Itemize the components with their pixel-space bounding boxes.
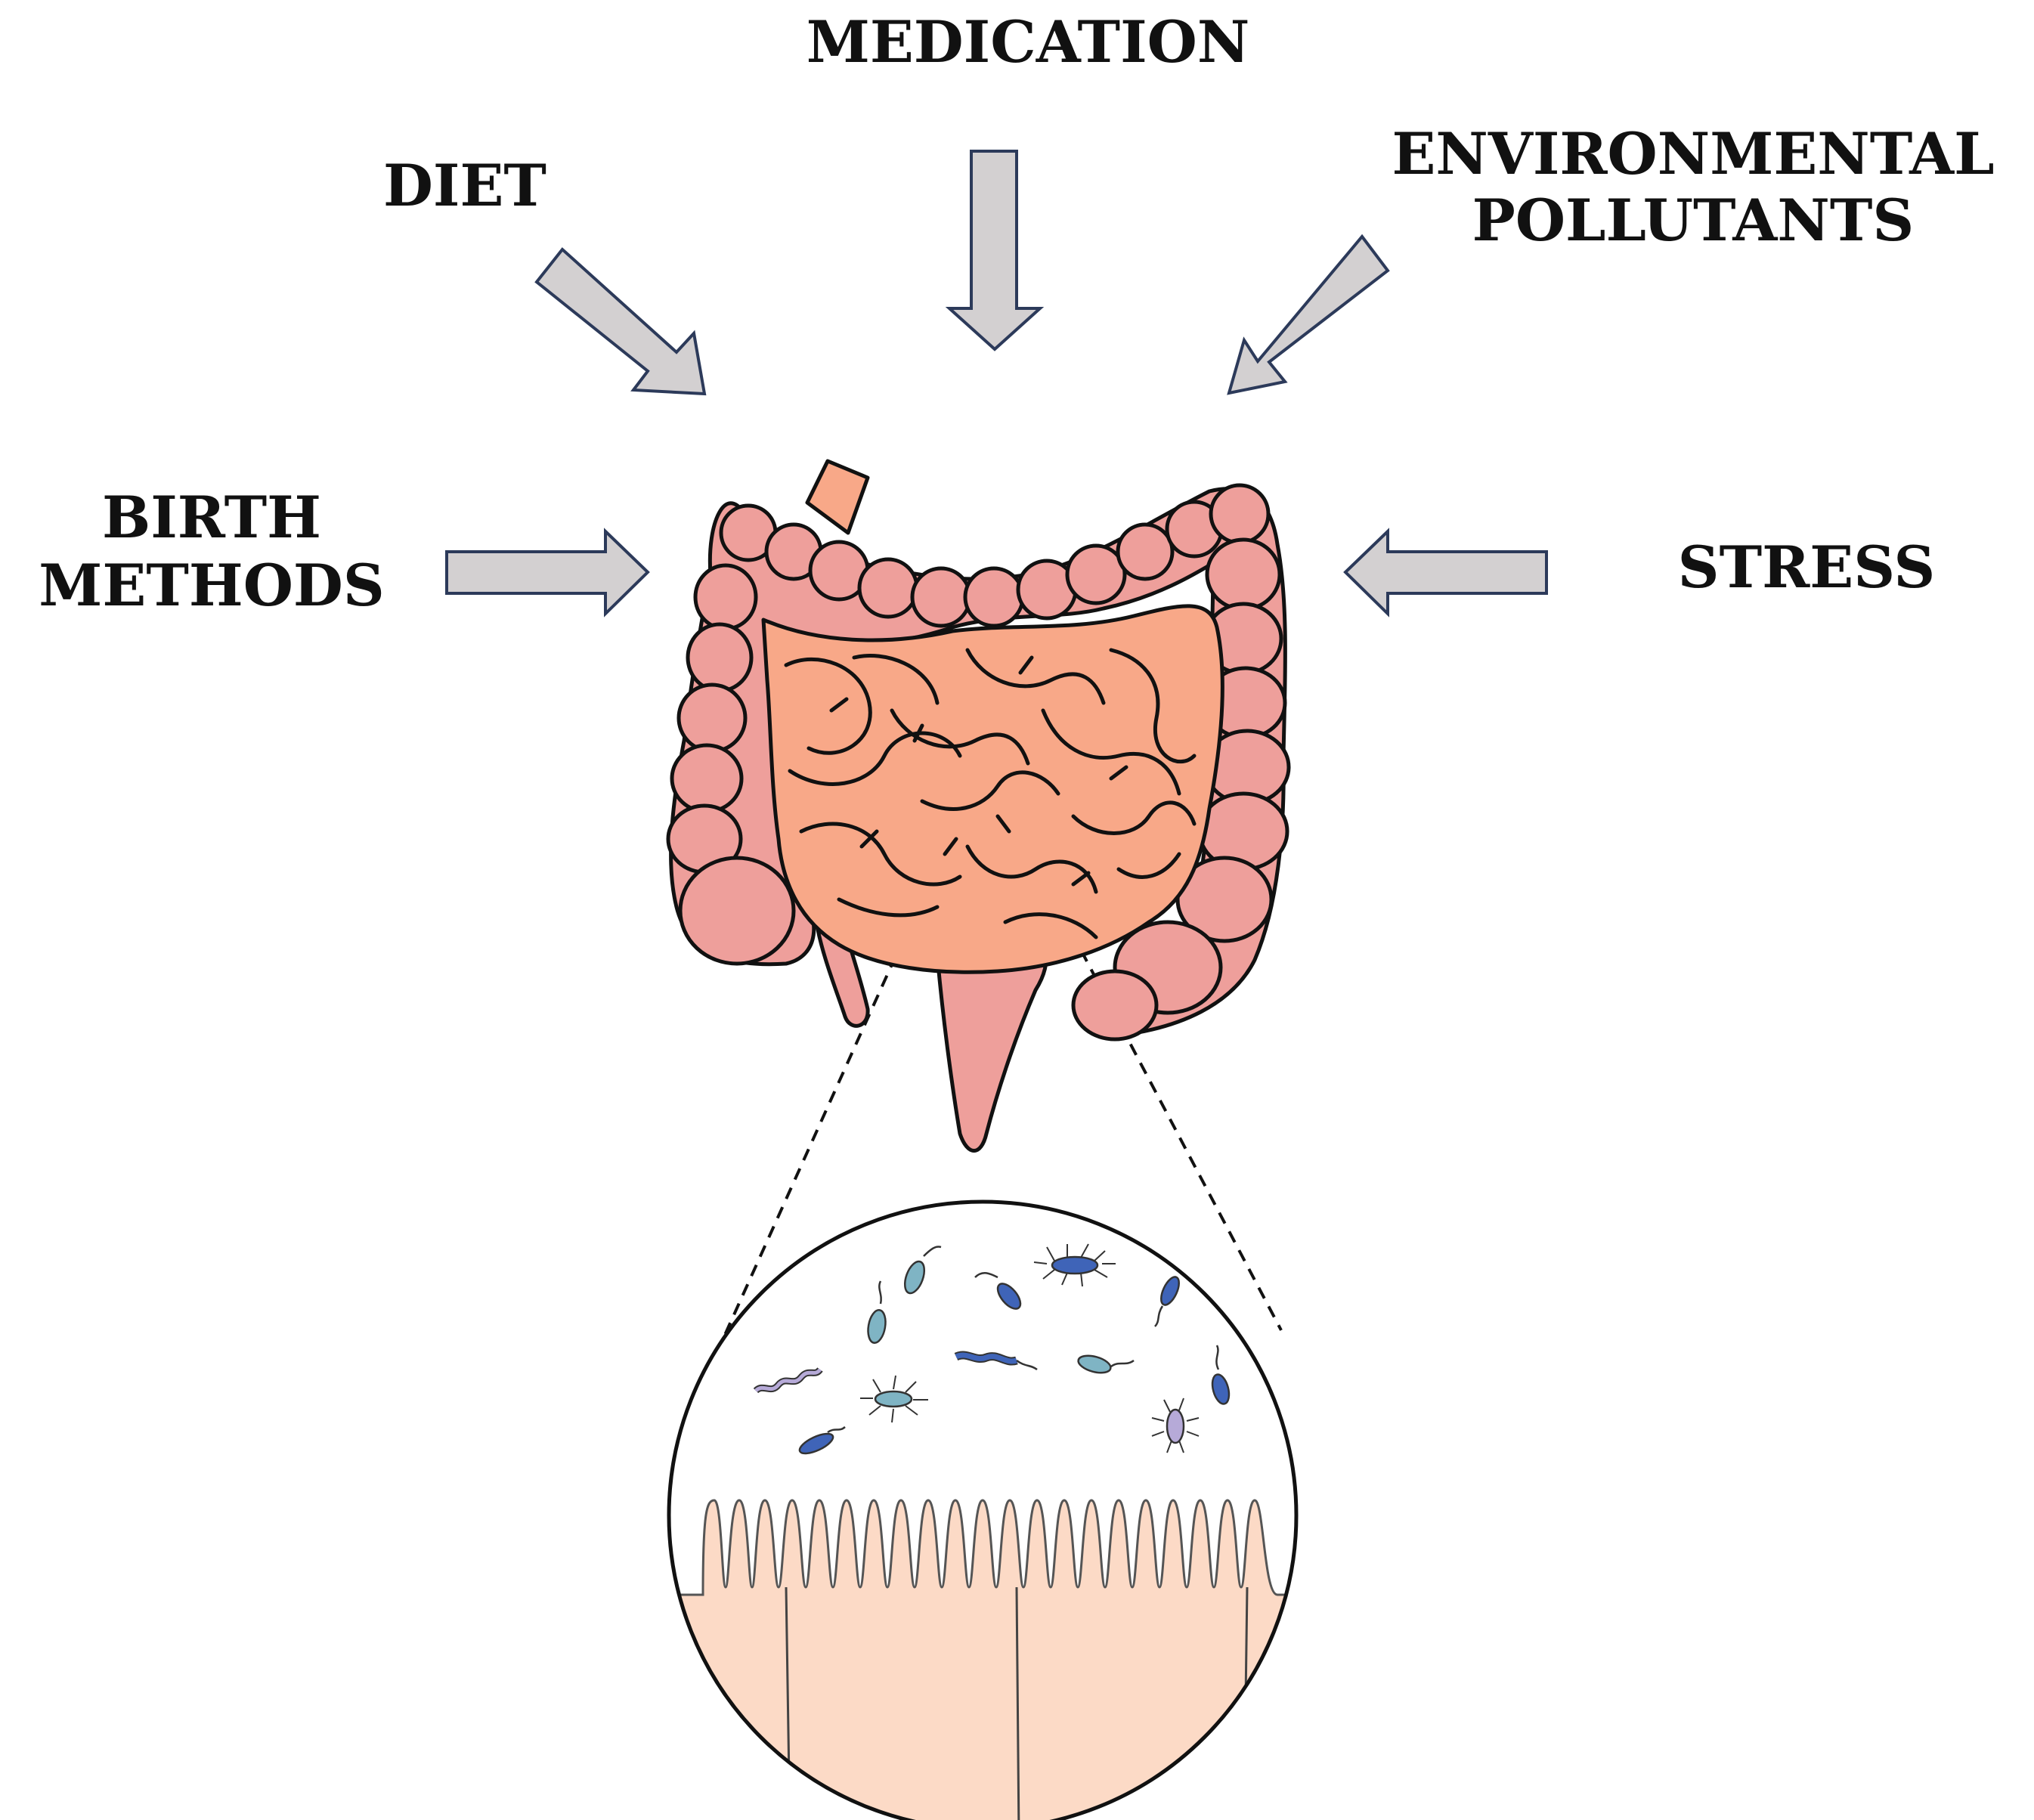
environmental-pollutants-label: ENVIRONMENTAL POLLUTANTS — [1392, 120, 1995, 255]
microbe-rod — [867, 1280, 887, 1344]
microbe-rod — [903, 1246, 942, 1295]
arrows — [445, 150, 1548, 618]
medication-label: MEDICATION — [806, 8, 1250, 76]
microbe-rod — [1077, 1354, 1135, 1374]
arrow-diet — [534, 247, 707, 396]
birth-label-line2: METHODS — [39, 551, 385, 619]
arrow-birth-methods — [445, 528, 650, 618]
microbe-rod — [798, 1425, 846, 1455]
appendix — [816, 927, 870, 1028]
birth-label-line1: BIRTH — [102, 484, 321, 551]
intestinal-villi — [669, 1499, 1296, 1820]
haustra-ascending — [666, 563, 796, 966]
haustra-transverse — [719, 483, 1271, 628]
microbe-spiral — [954, 1351, 1038, 1371]
bacteria-icon — [753, 1243, 1231, 1455]
microbe-rod — [974, 1272, 1022, 1310]
lens-border — [667, 1199, 1299, 1820]
environmental-label-line1: ENVIRONMENTAL — [1392, 120, 1995, 187]
duodenum — [805, 459, 870, 535]
birth-methods-label: BIRTH METHODS — [39, 484, 384, 619]
microbe-fimbriae — [1033, 1243, 1116, 1287]
microbe-fimbriae — [860, 1375, 928, 1423]
small-intestine-coils — [784, 648, 1197, 939]
microbe-fimbriae — [1151, 1398, 1200, 1453]
arrow-stress — [1343, 528, 1548, 618]
diet-label: DIET — [383, 152, 546, 219]
arrow-medication — [945, 150, 1045, 351]
small-intestine — [761, 604, 1224, 974]
intestine-icon — [666, 459, 1291, 1153]
microbiome-lens — [667, 1199, 1299, 1820]
environmental-label-line2: POLLUTANTS — [1472, 187, 1915, 255]
arrow-environmental — [1227, 234, 1390, 395]
rectum — [933, 931, 1048, 1153]
microbe-rod — [1154, 1276, 1180, 1327]
microbe-spiral — [753, 1367, 823, 1394]
microbe-rod — [1211, 1345, 1231, 1405]
stress-label: STRESS — [1677, 534, 1936, 601]
